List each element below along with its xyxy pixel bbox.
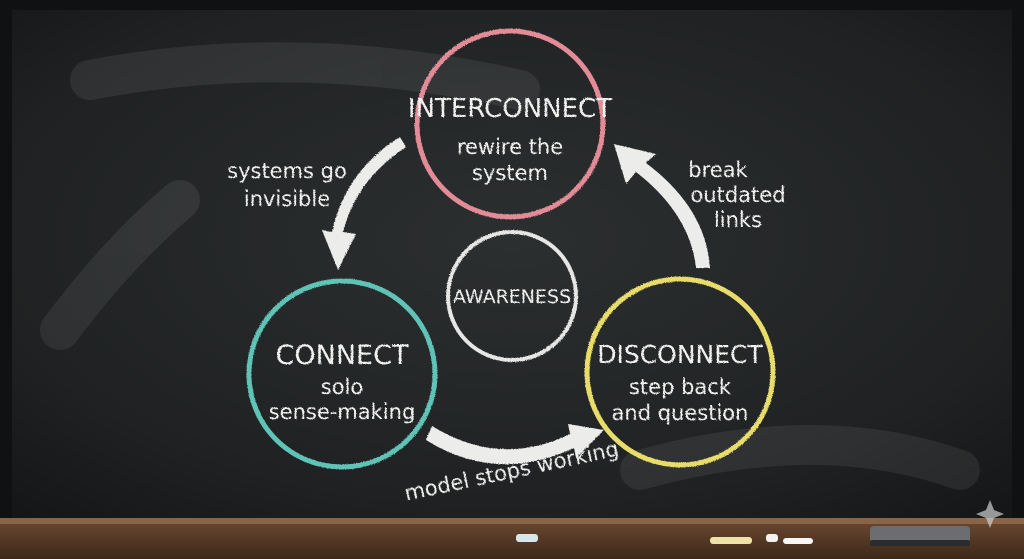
arrows xyxy=(322,137,710,465)
systems-go-invisible-line-2: invisible xyxy=(244,187,330,211)
node-labels: INTERCONNECT rewire the system CONNECT s… xyxy=(269,94,764,425)
awareness-label: AWARENESS xyxy=(453,286,571,308)
systems-go-invisible-line-1: systems go xyxy=(227,159,347,183)
circles xyxy=(246,28,776,470)
connect-line-1: solo xyxy=(321,375,363,399)
disconnect-circle xyxy=(584,276,776,468)
disconnect-line-2: and question xyxy=(612,401,749,425)
chalk-tray xyxy=(0,518,1024,559)
chalk-smudges xyxy=(40,42,980,490)
disconnect-title: DISCONNECT xyxy=(597,340,763,369)
connect-line-2: sense-making xyxy=(269,400,416,424)
interconnect-title: INTERCONNECT xyxy=(408,94,612,124)
chalk-piece-white xyxy=(766,534,778,542)
chalk-piece-yellow xyxy=(710,537,752,544)
break-outdated-links-line-1: break xyxy=(688,158,748,182)
interconnect-line-1: rewire the xyxy=(457,135,563,159)
board-surface xyxy=(12,10,1012,518)
tray-edge xyxy=(0,518,1024,524)
sparkle-icon xyxy=(976,500,1004,528)
interconnect-line-2: system xyxy=(472,161,548,185)
arrow-interconnect-to-connect xyxy=(322,137,406,270)
interconnect-circle xyxy=(414,28,606,220)
break-outdated-links-line-3: links xyxy=(714,208,762,232)
arrow-disconnect-to-interconnect xyxy=(614,144,710,268)
connect-title: CONNECT xyxy=(276,340,409,371)
arrow-connect-to-disconnect xyxy=(426,424,604,465)
awareness-circle xyxy=(446,230,578,362)
disconnect-line-1: step back xyxy=(629,375,732,399)
eraser-pad xyxy=(870,540,970,546)
connect-circle xyxy=(246,278,438,470)
chalk-piece-blue xyxy=(516,534,538,542)
break-outdated-links-line-2: outdated xyxy=(690,183,785,207)
chalk-piece-white-2 xyxy=(783,538,813,544)
